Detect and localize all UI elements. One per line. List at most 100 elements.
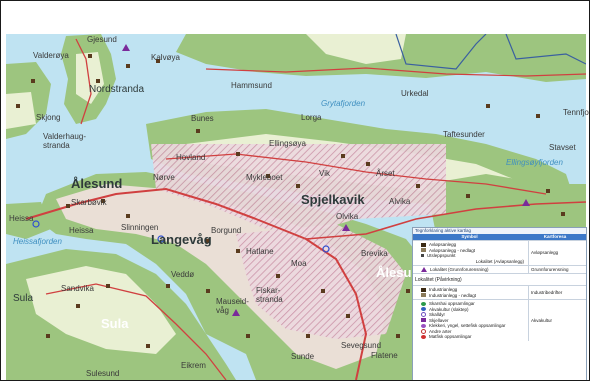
label-hovland: Hovland [176,153,206,162]
legend-row-label: Skjellaver [429,317,449,323]
zone-spjelkavik [236,224,406,339]
legend-section-header: Lokalitet (Påvirkning) [413,273,586,285]
legend-sub: Lokalitet (Avløpsanlegg) [475,258,524,264]
valderoya-town [76,52,104,104]
legend-col-category: Kartforesa [543,234,567,239]
label-hessafjorden: Heissafjorden [13,237,62,246]
label-heissa2: Heissa [69,226,94,235]
municipal-boundary-2 [505,34,586,65]
road-valderoya [75,38,92,125]
label-stavset: Stavset [549,143,576,152]
legend-row-label: Matfisk oppsamlingar [429,334,472,340]
legend-row-label: Akvakultur (slaktep) [429,306,469,312]
legend-row: Industrianlegg [415,287,526,293]
label-arset: Årset [376,169,395,178]
label-gjesund: Gjesund [87,35,117,44]
label-spjelkavik: Spjelkavik [301,192,365,207]
label-sunde: Sunde [291,352,315,361]
legend-group-industri: Industrianlegg Industrianlegg - nedlagt … [413,285,586,299]
road-main [25,187,368,380]
municipal-boundary [395,34,487,70]
label-borgund: Borgund [211,226,242,235]
label-valderoya: Valderøya [33,51,69,60]
legend-group-akvakultur: Skarshai oppsamlingar Akvakultur (slakte… [413,299,586,341]
label-sula: Sula [13,293,34,304]
label-sandvika: Sandvika [61,284,94,293]
road-north [205,67,586,77]
label-bunes: Bunes [191,114,214,123]
legend-row-label: Industrianlegg [429,287,458,293]
legend-group-grunn: Lokalitet (Grunnforurensning) Grunnforur… [413,264,586,273]
label-taftesunder: Taftesunder [443,130,485,139]
legend-category: Industribedrifter [531,290,563,295]
legend-group-avlop: Avløpsanlegg Avløpsanlegg - nedlagt Utsl… [413,240,586,265]
label-flatene: Flatene [371,351,398,360]
label-ellingsoya: Ellingsøya [269,139,306,148]
legend-row: Avløpsanlegg [415,242,526,248]
map-legend: Tegnforklaring aktive kartlag Symbol Kar… [412,227,587,380]
label-brevika: Brevika [361,249,388,258]
label-tennfjord: Tennfjor [563,108,590,117]
triangle-markers [122,44,530,316]
legend-row: Lokalitet (Grunnforurensning) [415,266,526,273]
label-valderhaug: Valderhaug- stranda [43,132,86,150]
legend-row-label: Lokalitet (Grunnforurensning) [430,266,489,272]
legend-category: Akvakultur [531,317,553,323]
legend-row: Akvakultur (slaktep) [415,307,526,313]
map-canvas[interactable] [6,34,586,380]
label-heissa: Heissa [9,214,34,223]
legend-row: Industrianlegg - nedlagt [415,293,526,299]
label-lorga: Lorga [301,113,322,122]
label-fiskarstranda: Fiskar- stranda [256,286,283,304]
legend-category: Avløpsanlegg [531,250,559,256]
label-alesund: Ålesund [71,176,123,191]
legend-row: Skjellaver [415,318,526,324]
legend-title: Tegnforklaring aktive kartlag [413,228,586,234]
label-grytafjorden: Grytafjorden [321,99,366,108]
road-sula [45,283,227,380]
label-sula2: Sula [101,316,129,331]
zone-ellingsoya [151,144,446,234]
legend-row-label: Skalldyr [429,312,446,318]
legend-row: Klekkeri, yngel, settefisk oppsamlingar [415,323,526,329]
legend-row-label: Avløpsanlegg - nedlagt [429,247,475,253]
road-east [305,201,586,240]
legend-row: Matfisk oppsamlingar [415,334,526,340]
label-nordstranda: Nordstranda [89,84,145,95]
mainland-north-field [306,34,406,64]
label-alvika: Alvika [389,197,411,206]
label-veddo: Veddø [171,270,195,279]
label-skjong: Skjong [36,113,61,122]
legend-row-label: Andre arter [429,328,452,334]
label-narve: Nørve [153,173,175,182]
label-eikrem: Eikrem [181,361,206,370]
label-vik: Vik [319,169,330,178]
legend-row-label: Avløpsanlegg [429,242,457,248]
label-hammsund: Hammsund [231,81,272,90]
label-mykleboet: Mykleboet [246,173,283,182]
legend-row-label: Skarshai oppsamlingar [429,301,475,307]
label-urkedal: Urkedal [401,89,429,98]
legend-col-symbol: Symbol [461,234,478,239]
label-olvika: Olvika [336,212,359,221]
site-markers [16,54,565,348]
sula-fields [26,266,176,354]
legend-row-label: Klekkeri, yngel, settefisk oppsamlingar [429,323,506,329]
label-sulesund: Sulesund [86,369,120,378]
legend-header: Symbol Kartforesa [413,234,586,240]
legend-row-label: Industrianlegg - nedlagt [429,292,477,298]
land-north-left2 [6,92,36,129]
label-slinningen: Slinningen [121,223,159,232]
label-ellingsoyfjorden: Ellingsøyfjorden [506,158,563,167]
legend-row: Utsleppspunkt [415,253,526,259]
legend-row: Skarshai oppsamlingar [415,301,526,307]
heissa-island [6,202,51,239]
label-mauseidvag: Mauseid- våg [216,297,249,315]
legend-category: Grunnforurensning [531,266,569,272]
legend-row: Avløpsanlegg - nedlagt [415,248,526,254]
label-kalvoya: Kalvøya [151,53,180,62]
label-sevegsund: Sevegsund [341,341,382,350]
label-hatlane: Hatlane [246,247,274,256]
legend-row-label: Utsleppspunkt [427,253,456,259]
